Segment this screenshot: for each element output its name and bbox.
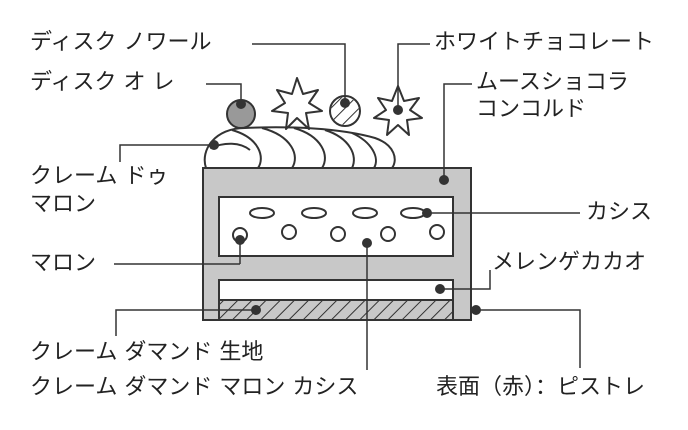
label-creme-de-marron-line2: マロン [30,192,97,217]
creme-de-marron-topping [203,126,396,169]
label-cassis: カシス [586,200,653,225]
label-mousse-chocolat-line2: コンコルド [476,97,587,122]
label-disque-noir: ディスク ノワール [30,30,212,55]
label-marron: マロン [30,251,97,276]
marron-pieces [232,207,445,243]
label-creme-de-marron-line1: クレーム ドゥ [30,164,169,189]
label-mousse-chocolat-line1: ムースショコラ [476,70,629,95]
label-white-chocolate: ホワイトチョコレート [434,30,655,55]
label-disque-au-lait: ディスク オ レ [30,70,175,95]
label-surface: 表面（赤）：ピストレ [436,375,646,400]
label-meringue-cacao: メレンゲカカオ [492,250,647,275]
leader-dots [209,98,481,315]
label-creme-damande-base: クレーム ダマンド 生地 [30,340,264,365]
label-creme-damande-marron-cassis: クレーム ダマンド マロン カシス [30,375,359,400]
meringue-cacao-layer [218,279,454,301]
